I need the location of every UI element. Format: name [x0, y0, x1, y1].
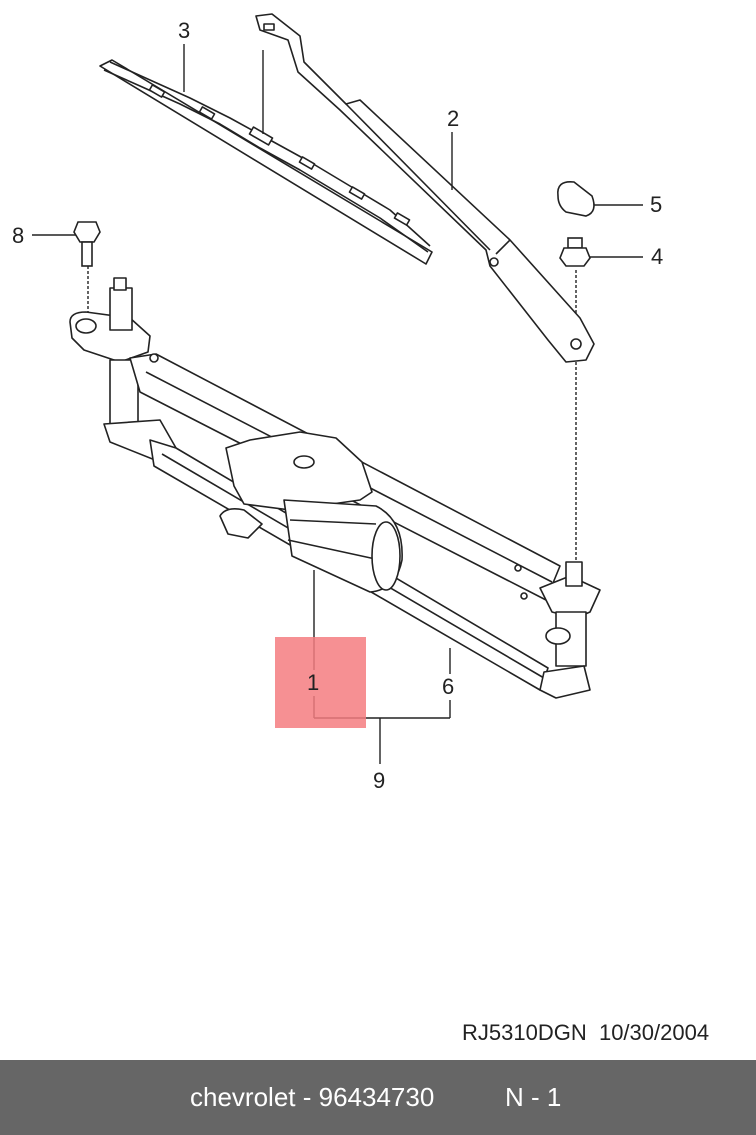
footer-bar: chevrolet - 96434730 N - 1	[0, 1060, 756, 1135]
callout-3: 3	[178, 18, 190, 43]
callout-8: 8	[12, 223, 24, 248]
drawing-reference: RJ5310DGN 10/30/2004	[462, 1020, 709, 1046]
wiper-arm	[255, 13, 595, 363]
callout-1: 1	[307, 670, 319, 695]
drawing-date: 10/30/2004	[598, 1020, 710, 1045]
footer-brand-part: chevrolet - 96434730	[190, 1082, 435, 1112]
drawing-code: RJ5310DGN	[462, 1020, 587, 1045]
callout-5: 5	[650, 192, 662, 217]
callout-6: 6	[442, 674, 454, 699]
cap	[557, 180, 595, 217]
callout-4: 4	[651, 244, 663, 269]
footer-quantity: N - 1	[505, 1082, 562, 1112]
callout-2: 2	[447, 106, 459, 131]
wiper-blade	[99, 59, 433, 265]
part-highlight	[275, 637, 366, 728]
nut	[559, 237, 591, 267]
bolt	[73, 221, 101, 267]
wiper-motor	[219, 431, 403, 593]
wiper-linkage-diagram: 1 2 3 4 5 6 8 9	[12, 13, 663, 793]
callout-9: 9	[373, 768, 385, 793]
